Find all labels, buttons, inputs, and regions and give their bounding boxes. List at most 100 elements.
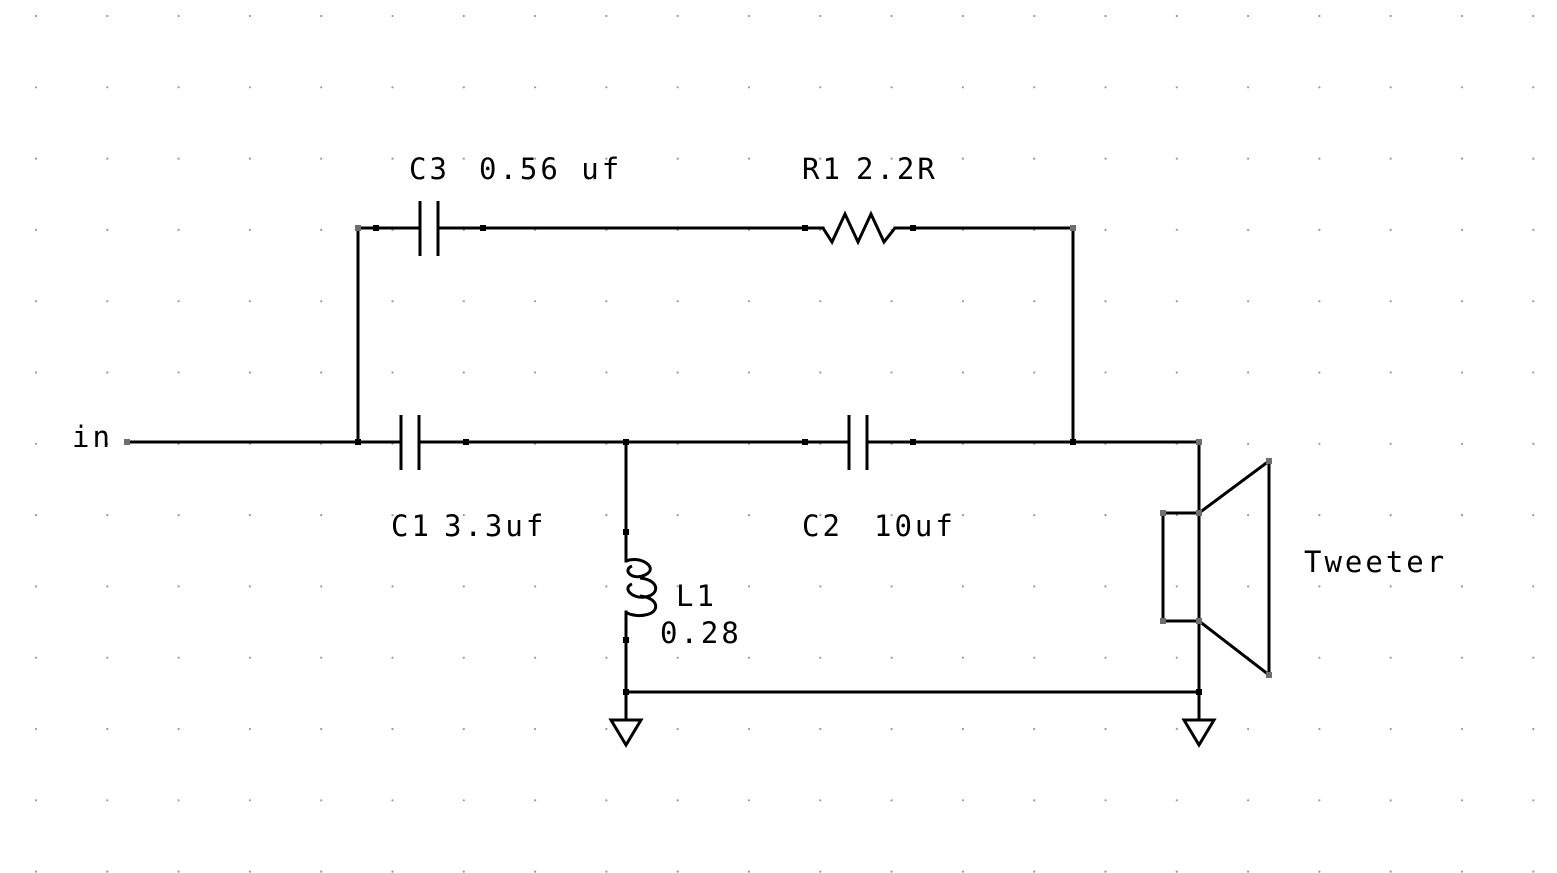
grid-dot bbox=[534, 870, 537, 873]
grid-dot bbox=[248, 799, 251, 802]
pin-endpoint bbox=[1196, 618, 1202, 624]
grid-dot bbox=[248, 727, 251, 731]
grid-dot bbox=[34, 727, 38, 731]
grid-dot bbox=[34, 799, 38, 802]
grid-dot bbox=[534, 86, 537, 89]
grid-dot bbox=[534, 300, 537, 303]
grid-dot bbox=[1175, 157, 1178, 160]
grid-dot bbox=[747, 727, 751, 731]
junction-dot bbox=[480, 225, 486, 231]
grid-dot bbox=[961, 870, 965, 873]
grid-dot bbox=[605, 727, 608, 731]
grid-dot bbox=[106, 727, 109, 731]
grid-dot bbox=[1532, 514, 1535, 517]
c2-value-label: 10uf bbox=[874, 509, 956, 543]
grid-dot bbox=[1104, 86, 1107, 89]
grid-dot bbox=[747, 157, 751, 160]
capacitor-c1[interactable] bbox=[399, 415, 421, 470]
ground-triangle-left bbox=[608, 718, 644, 748]
grid-dot bbox=[747, 371, 751, 374]
grid-dot bbox=[1389, 442, 1392, 445]
grid-dot bbox=[1460, 870, 1464, 873]
pin-endpoint bbox=[355, 225, 361, 231]
grid-dot bbox=[391, 300, 394, 303]
tweeter-speaker[interactable] bbox=[1161, 458, 1271, 679]
grid-dot bbox=[1532, 371, 1535, 374]
grid-dot bbox=[320, 799, 323, 802]
grid-dot bbox=[1104, 371, 1107, 374]
grid-dot bbox=[177, 300, 180, 303]
grid-dot bbox=[890, 371, 893, 374]
grid-dot bbox=[1033, 585, 1036, 588]
grid-dot bbox=[534, 371, 537, 374]
grid-dot bbox=[320, 514, 323, 517]
grid-dot bbox=[320, 14, 323, 18]
r1-value-label: 2.2R bbox=[856, 152, 938, 186]
grid-dot bbox=[1318, 86, 1321, 89]
grid-dot bbox=[534, 727, 537, 731]
grid-dot bbox=[462, 14, 465, 18]
grid-dot bbox=[676, 585, 679, 588]
grid-dot bbox=[34, 585, 38, 588]
grid-dot bbox=[106, 228, 109, 231]
grid-dot bbox=[34, 656, 38, 659]
grid-dot bbox=[1033, 157, 1036, 160]
grid-dot bbox=[819, 14, 822, 18]
grid-dot bbox=[391, 371, 394, 374]
grid-dot bbox=[462, 157, 465, 160]
grid-dot bbox=[1389, 371, 1392, 374]
grid-dot bbox=[1460, 157, 1464, 160]
grid-dot bbox=[34, 300, 38, 303]
grid-dot bbox=[320, 300, 323, 303]
resistor-r1[interactable] bbox=[821, 210, 897, 246]
junction-dot bbox=[355, 439, 361, 445]
grid-dot bbox=[320, 585, 323, 588]
grid-dot bbox=[34, 228, 38, 231]
grid-dot bbox=[177, 727, 180, 731]
grid-dot bbox=[1318, 228, 1321, 231]
grid-dot bbox=[391, 585, 394, 588]
grid-dot bbox=[320, 656, 323, 659]
grid-dot bbox=[34, 14, 38, 18]
grid-dot bbox=[248, 870, 251, 873]
grid-dot bbox=[1104, 157, 1107, 160]
grid-dot bbox=[1318, 799, 1321, 802]
grid-dot bbox=[961, 799, 965, 802]
grid-dot bbox=[1460, 442, 1464, 445]
grid-dot bbox=[1389, 656, 1392, 659]
grid-dot bbox=[177, 870, 180, 873]
grid-dot bbox=[177, 656, 180, 659]
capacitor-c3[interactable] bbox=[418, 201, 440, 256]
grid-dot bbox=[961, 727, 965, 731]
grid-dot bbox=[605, 86, 608, 89]
wires bbox=[125, 226, 1201, 722]
grid-dot bbox=[1104, 300, 1107, 303]
grid-dot bbox=[248, 157, 251, 160]
grid-dot bbox=[34, 371, 38, 374]
junction-dot bbox=[910, 439, 916, 445]
input-label: in bbox=[72, 420, 113, 454]
grid-dot bbox=[1104, 585, 1107, 588]
grid-dot bbox=[177, 14, 180, 18]
grid-dot bbox=[676, 157, 679, 160]
r1-ref-label: R1 bbox=[802, 152, 843, 186]
grid-dot bbox=[961, 585, 965, 588]
grid-dot bbox=[961, 157, 965, 160]
grid-dot bbox=[1247, 442, 1250, 445]
grid-dot bbox=[605, 514, 608, 517]
grid-dot bbox=[747, 585, 751, 588]
grid-dot bbox=[1175, 86, 1178, 89]
capacitor-c2[interactable] bbox=[847, 415, 869, 470]
grid-dot bbox=[106, 157, 109, 160]
grid-dot bbox=[462, 514, 465, 517]
grid-dot bbox=[747, 14, 751, 18]
grid-dot bbox=[248, 514, 251, 517]
grid-dot bbox=[1175, 870, 1178, 873]
grid-dot bbox=[106, 656, 109, 659]
grid-dot bbox=[1460, 371, 1464, 374]
inductor-l1[interactable] bbox=[624, 558, 658, 640]
ground-symbol-right bbox=[1181, 718, 1217, 748]
grid-dot bbox=[1532, 86, 1535, 89]
resistor-r1-zigzag bbox=[821, 210, 897, 246]
grid-dot bbox=[1175, 799, 1178, 802]
